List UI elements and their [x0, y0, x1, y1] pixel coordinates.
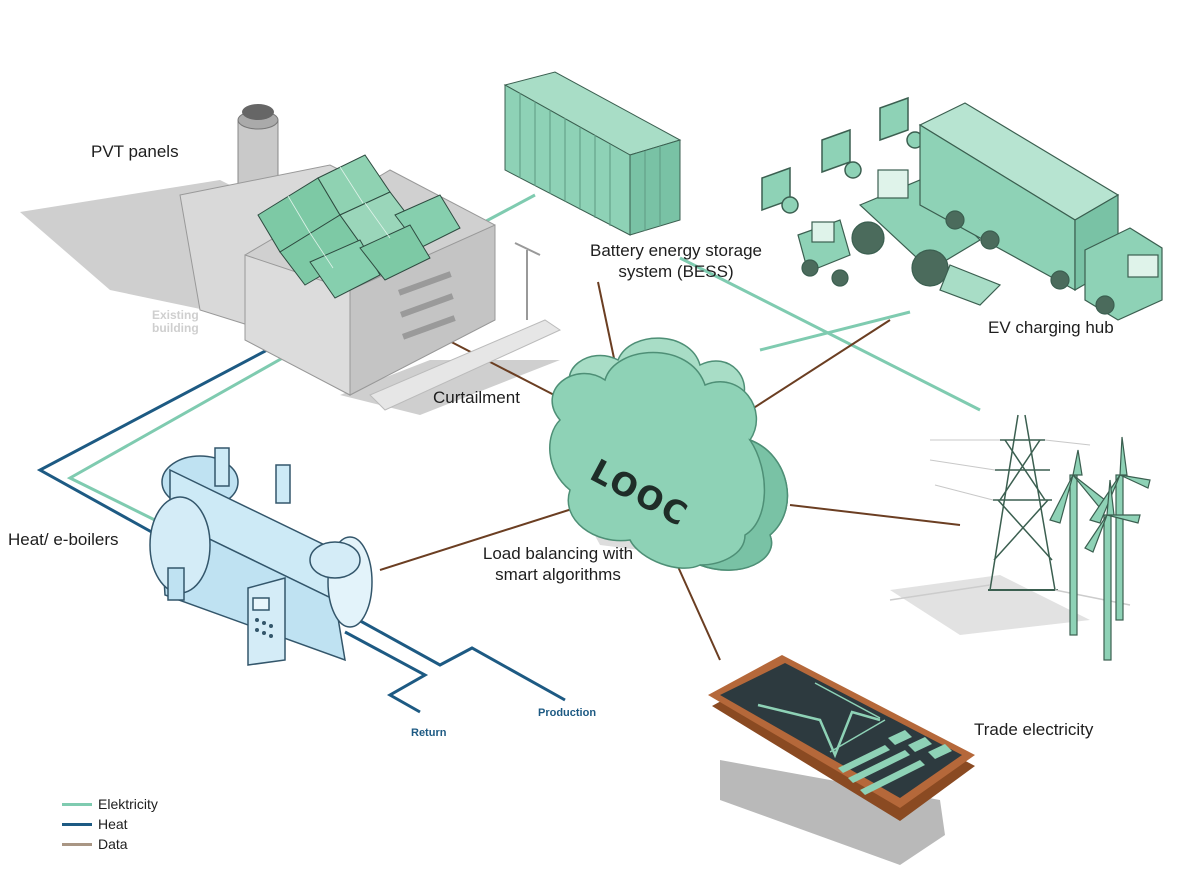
building-icon	[179, 104, 562, 411]
legend-item-electricity: Elektricity	[62, 794, 158, 814]
data-line-grid	[789, 504, 961, 526]
bess-label: Battery energy storage system (BESS)	[590, 241, 762, 281]
ev-hub-label: EV charging hub	[988, 318, 1114, 337]
truck-icon	[918, 102, 1163, 321]
legend-label-data: Data	[98, 836, 128, 852]
data-line-ev	[734, 319, 891, 421]
legend-item-data: Data	[62, 834, 158, 854]
legend-label-electricity: Elektricity	[98, 796, 158, 812]
legend-swatch-data	[62, 842, 92, 846]
curtailment-label: Curtailment	[433, 388, 520, 407]
heat-line-return	[344, 630, 429, 714]
load-balancing-label: Load balancing with smart algorithms	[482, 544, 634, 584]
heat-line-production	[354, 616, 566, 702]
cloud-icon: LOOC	[549, 337, 789, 571]
pvt-panels-icon	[257, 154, 461, 299]
container-icon	[503, 71, 682, 236]
pvt-panels-label: PVT panels	[91, 142, 179, 161]
boiler-icon	[149, 447, 373, 666]
data-line-phone	[674, 559, 721, 661]
ev-charger-icon	[761, 96, 924, 214]
existing-building-label: Existing building	[152, 308, 199, 335]
heat-boilers-label: Heat/ e-boilers	[8, 530, 119, 549]
legend-item-heat: Heat	[62, 814, 158, 834]
heat-lines	[36, 328, 566, 714]
return-label: Return	[411, 727, 447, 739]
tractor-icon	[851, 169, 1002, 306]
legend-swatch-electricity	[62, 802, 92, 806]
power-pylon-icon	[889, 414, 1131, 606]
electricity-lines	[66, 193, 981, 532]
data-line-curtailment	[431, 331, 561, 399]
production-label: Production	[538, 707, 597, 719]
electricity-line-building-boiler	[66, 336, 319, 532]
smartphone-icon	[708, 655, 975, 821]
data-line-bess	[597, 281, 616, 364]
forklift-icon	[797, 219, 851, 287]
legend: Elektricity Heat Data	[62, 794, 158, 854]
heat-line-building-boiler	[36, 328, 306, 547]
legend-label-heat: Heat	[98, 816, 128, 832]
trade-electricity-label: Trade electricity	[974, 720, 1094, 739]
wind-turbine-icon	[1049, 436, 1151, 661]
legend-swatch-heat	[62, 822, 92, 826]
data-lines	[379, 281, 961, 661]
electricity-line-bess-grid	[679, 256, 981, 412]
data-line-boiler	[379, 507, 576, 571]
electricity-line-ev-grid	[759, 310, 911, 352]
